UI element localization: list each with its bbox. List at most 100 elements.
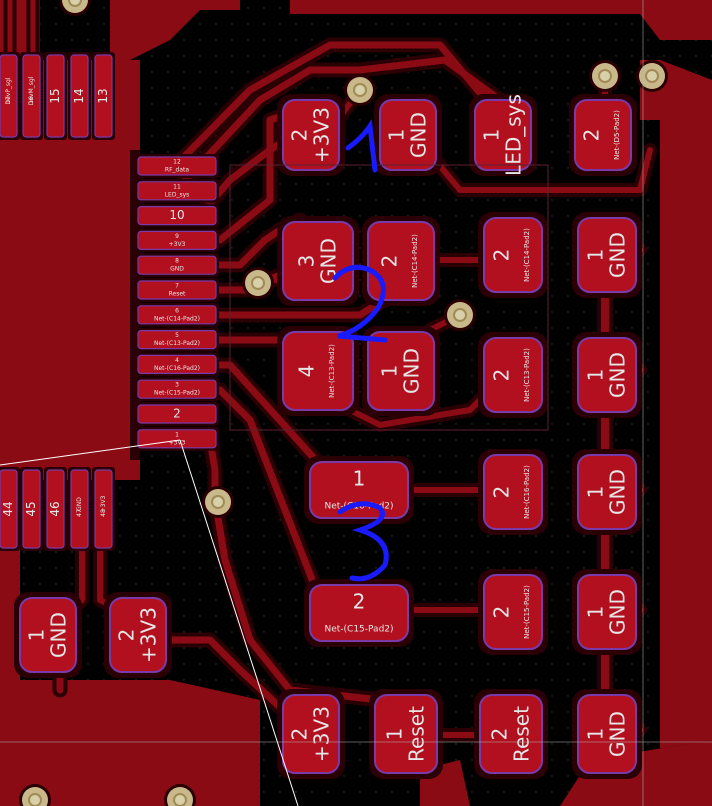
ic_bottom_pins-pin-48[interactable]: 48+3V3 — [92, 467, 115, 551]
pad-net-label: +3V3 — [137, 607, 161, 663]
pin-net-label: GND — [76, 497, 83, 511]
pad-net-label: Reset — [510, 706, 534, 762]
copper-pour — [0, 0, 240, 60]
pin-number: 13 — [96, 88, 110, 103]
pad-number: 1 — [383, 728, 407, 741]
pad-p11[interactable]: 2 Net-(C13-Pad2) — [478, 332, 548, 418]
pin-number: 8 — [175, 258, 179, 265]
annotation-three-stroke — [337, 501, 389, 582]
ic_left_pins-pin-1[interactable]: 1+3V3 — [135, 426, 219, 451]
ic_left_pins-pin-9[interactable]: 9+3V3 — [135, 228, 219, 253]
via[interactable] — [444, 299, 476, 331]
pin-net-label: Net-(C16-Pad2) — [154, 365, 200, 372]
via[interactable] — [59, 0, 91, 16]
copper-pour — [0, 680, 260, 806]
pin-number: 3 — [175, 382, 179, 389]
pad-number: 2 — [580, 129, 604, 142]
vias[interactable] — [19, 0, 668, 806]
ic_bottom_pins-pin-46[interactable]: 46 — [44, 467, 67, 551]
pin-net-label: +3V3 — [169, 439, 186, 446]
pin-number: 9 — [175, 233, 179, 240]
via[interactable] — [344, 74, 376, 106]
pad-number: 1 — [385, 129, 409, 142]
annotation-two-stroke — [332, 264, 388, 343]
ic_left_pins-pin-10[interactable]: 10 — [135, 203, 219, 228]
via[interactable] — [164, 784, 196, 806]
ic_top_pins-pin-15[interactable]: 15 — [44, 52, 67, 140]
pad-number: 2 — [490, 369, 514, 382]
pin-net-label: GND — [170, 266, 184, 273]
pad-number: 2 — [288, 728, 312, 741]
ic_top_pins-pin-14[interactable]: 14 — [68, 52, 91, 140]
pad-net-label: GND — [407, 112, 431, 158]
pad-number: 4 — [295, 365, 319, 378]
pad-net-label: Net-(C13-Pad2) — [523, 348, 531, 402]
pin-number: 47 — [76, 509, 83, 517]
pin-net-label: RF_data — [165, 167, 189, 174]
via[interactable] — [242, 267, 274, 299]
pad-net-label: GND — [606, 469, 630, 515]
pin-number: 15 — [48, 88, 62, 103]
pin-net-label: Net-(C14-Pad2) — [154, 315, 200, 322]
pad-number: 1 — [480, 129, 504, 142]
ic_left_pins-pin-2[interactable]: 2 — [135, 402, 219, 426]
pad-p20[interactable]: 2+3V3 — [104, 592, 172, 678]
pad-p1[interactable]: 2+3V3 — [277, 94, 345, 176]
ic_top_pins-pin-13[interactable]: 13 — [92, 52, 115, 140]
pin-number: 10 — [169, 208, 184, 222]
pin-number: 11 — [173, 183, 181, 190]
via[interactable] — [589, 60, 621, 92]
copper-pour — [290, 0, 712, 40]
via[interactable] — [202, 486, 234, 518]
pin-net-label: LED_sys — [165, 191, 190, 198]
pin-number: 4 — [175, 357, 179, 364]
via[interactable] — [636, 60, 668, 92]
via[interactable] — [19, 784, 51, 806]
ic_bottom_pins-pin-45[interactable]: 45 — [20, 467, 43, 551]
pad-number: 1 — [584, 606, 608, 619]
pad-net-label: +3V3 — [310, 706, 334, 762]
ic_bottom_pins-pin-44[interactable]: 44 — [0, 467, 20, 551]
pad-p21[interactable]: 2+3V3 — [277, 689, 345, 779]
pad-number: 3 — [295, 255, 319, 268]
pad-net-label: GND — [400, 348, 424, 394]
pin-net-label: DevP_sgl — [5, 77, 12, 104]
pin-number: 6 — [175, 307, 179, 314]
pad-number: 1 — [584, 486, 608, 499]
